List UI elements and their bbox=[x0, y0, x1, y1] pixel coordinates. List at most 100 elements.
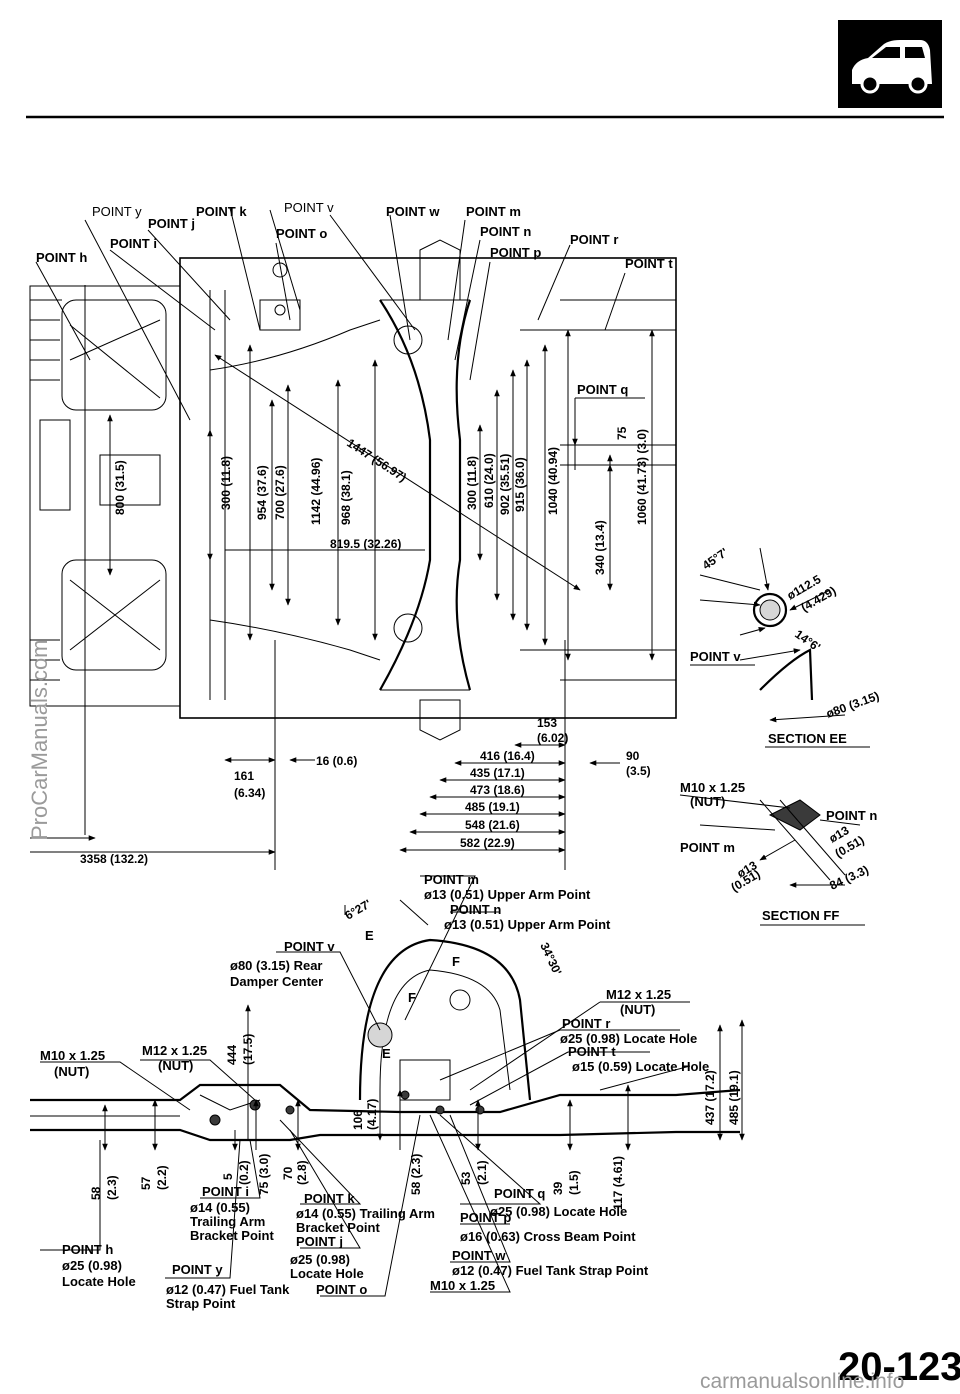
side-nut-w: M10 x 1.25 bbox=[430, 1278, 495, 1293]
side-angle-a: 6°27' bbox=[343, 897, 374, 923]
side-dim-117: 117 (4.61) bbox=[611, 1156, 625, 1210]
label-point-w: POINT w bbox=[386, 204, 440, 219]
side-point-p: POINT p bbox=[460, 1210, 511, 1225]
side-dim-5: 5 bbox=[221, 1173, 235, 1180]
side-nut12-l-a: M12 x 1.25 bbox=[142, 1043, 207, 1058]
side-locate-r: ø25 (0.98) Locate Hole bbox=[560, 1031, 697, 1046]
side-point-m: POINT m bbox=[424, 872, 479, 887]
side-e-mark-b: E bbox=[382, 1046, 391, 1061]
ff-point-m: POINT m bbox=[680, 840, 735, 855]
side-dim-70-in: (2.8) bbox=[295, 1160, 309, 1185]
side-point-y: POINT y bbox=[172, 1262, 223, 1277]
top-view-vertical-dim-labels: 800 (31.5) 300 (11.8) 954 (37.6) 700 (27… bbox=[113, 426, 649, 575]
side-upper-b: ø13 (0.51) Upper Arm Point bbox=[444, 917, 611, 932]
side-dim-485: 485 (19.1) bbox=[727, 1070, 741, 1125]
side-dim-39-in: (1.5) bbox=[567, 1170, 581, 1195]
watermark-side: ProCarManuals.com bbox=[27, 639, 52, 840]
side-trail-k-a: ø14 (0.55) Trailing Arm bbox=[296, 1206, 435, 1221]
side-rear-damper-a: ø80 (3.15) Rear bbox=[230, 958, 323, 973]
dim-610: 610 (24.0) bbox=[482, 453, 496, 508]
side-strap-y-a: ø12 (0.47) Fuel Tank bbox=[166, 1282, 290, 1297]
dim-153: 153 bbox=[537, 716, 557, 730]
label-point-o: POINT o bbox=[276, 226, 327, 241]
dim-161: 161 bbox=[234, 769, 254, 783]
side-trail-i-c: Bracket Point bbox=[190, 1228, 274, 1243]
dim-915: 915 (36.0) bbox=[513, 457, 527, 512]
side-locate-h-a: ø25 (0.98) bbox=[62, 1258, 122, 1273]
dim-416: 416 (16.4) bbox=[480, 749, 535, 763]
side-point-v: POINT v bbox=[284, 939, 335, 954]
side-trail-i-b: Trailing Arm bbox=[190, 1214, 265, 1229]
top-view-labels: POINT y POINT k POINT v POINT w POINT m … bbox=[36, 200, 673, 397]
side-view-leaders bbox=[40, 875, 745, 1297]
side-dim-58b: 58 (2.3) bbox=[409, 1154, 423, 1195]
dim-153-in: (6.02) bbox=[537, 731, 568, 745]
side-trail-i-a: ø14 (0.55) bbox=[190, 1200, 250, 1215]
section-ee-labels: 45°7' ø112.5 (4.429) 14°6' POINT v ø80 (… bbox=[690, 545, 881, 746]
side-dim-75: 75 (3.0) bbox=[257, 1154, 271, 1195]
dim-819: 819.5 (32.26) bbox=[330, 537, 401, 551]
side-trail-k-b: Bracket Point bbox=[296, 1220, 380, 1235]
side-point-r: POINT r bbox=[562, 1016, 610, 1031]
side-point-h: POINT h bbox=[62, 1242, 113, 1257]
side-view-labels: POINT m ø13 (0.51) Upper Arm Point POINT… bbox=[40, 872, 741, 1311]
section-ff-drawing bbox=[679, 794, 865, 926]
dim-75: 75 bbox=[615, 426, 629, 440]
side-locate-j-a: ø25 (0.98) bbox=[290, 1252, 350, 1267]
ff-title: SECTION FF bbox=[762, 908, 839, 923]
ee-dia-b: ø80 (3.15) bbox=[824, 689, 881, 721]
section-ee-drawing bbox=[690, 547, 870, 748]
ee-point-v: POINT v bbox=[690, 649, 741, 664]
label-point-p: POINT p bbox=[490, 245, 541, 260]
ff-dim-84: 84 (3.3) bbox=[827, 863, 870, 893]
side-dim-106-in: (4.17) bbox=[365, 1099, 379, 1130]
label-point-h: POINT h bbox=[36, 250, 87, 265]
side-point-w: POINT w bbox=[452, 1248, 506, 1263]
label-point-n: POINT n bbox=[480, 224, 531, 239]
dim-90: 90 bbox=[626, 749, 640, 763]
watermark-bottom: carmanualsonline.info bbox=[700, 1370, 904, 1393]
side-e-mark-a: E bbox=[365, 928, 374, 943]
dim-161-in: (6.34) bbox=[234, 786, 265, 800]
section-ff-labels: M10 x 1.25 (NUT) POINT n POINT m ø13 (0.… bbox=[680, 780, 877, 923]
dim-3358: 3358 (132.2) bbox=[80, 852, 148, 866]
side-dim-70: 70 bbox=[281, 1166, 295, 1180]
side-dim-39: 39 bbox=[551, 1181, 565, 1195]
side-upper-a: ø13 (0.51) Upper Arm Point bbox=[424, 887, 591, 902]
label-point-t: POINT t bbox=[625, 256, 673, 271]
side-point-i: POINT i bbox=[202, 1184, 249, 1199]
dim-300-left: 300 (11.8) bbox=[219, 456, 233, 510]
dim-473: 473 (18.6) bbox=[470, 783, 525, 797]
side-cross-p: ø16 (0.63) Cross Beam Point bbox=[460, 1229, 636, 1244]
dim-1447: 1447 (56.97) bbox=[344, 436, 409, 485]
side-f-mark-b: F bbox=[408, 990, 416, 1005]
dim-954: 954 (37.6) bbox=[255, 465, 269, 520]
side-nut10-b: (NUT) bbox=[54, 1064, 89, 1079]
side-locate-h-b: Locate Hole bbox=[62, 1274, 136, 1289]
side-point-t: POINT t bbox=[568, 1044, 616, 1059]
side-dim-444-in: (17.5) bbox=[241, 1034, 255, 1065]
label-point-m: POINT m bbox=[466, 204, 521, 219]
dim-435: 435 (17.1) bbox=[470, 766, 525, 780]
label-point-r: POINT r bbox=[570, 232, 618, 247]
label-point-k: POINT k bbox=[196, 204, 247, 219]
ff-nut-a: M10 x 1.25 bbox=[680, 780, 745, 795]
side-locate-j-b: Locate Hole bbox=[290, 1266, 364, 1281]
top-view-leaders bbox=[35, 207, 645, 470]
side-point-o: POINT o bbox=[316, 1282, 367, 1297]
side-strap-w: ø12 (0.47) Fuel Tank Strap Point bbox=[452, 1263, 649, 1278]
label-point-q: POINT q bbox=[577, 382, 628, 397]
dim-582: 582 (22.9) bbox=[460, 836, 515, 850]
side-dim-444: 444 bbox=[225, 1045, 239, 1065]
side-dim-53-in: (2.1) bbox=[475, 1160, 489, 1185]
label-point-i: POINT i bbox=[110, 236, 157, 251]
side-dim-5-in: (0.2) bbox=[237, 1160, 251, 1185]
dim-340: 340 (13.4) bbox=[593, 520, 607, 575]
side-dim-58a: 58 bbox=[89, 1186, 103, 1200]
side-strap-y-b: Strap Point bbox=[166, 1296, 236, 1311]
dim-1040: 1040 (40.94) bbox=[546, 447, 560, 515]
side-point-j: POINT j bbox=[296, 1234, 343, 1249]
dim-90-in: (3.5) bbox=[626, 764, 651, 778]
ee-title: SECTION EE bbox=[768, 731, 847, 746]
